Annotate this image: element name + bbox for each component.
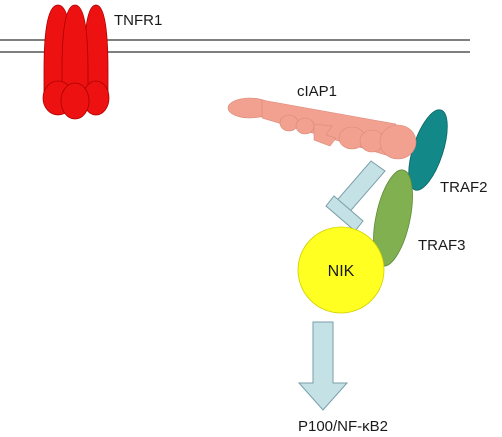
ciap1-protein <box>227 97 417 160</box>
ciap1-label: cIAP1 <box>297 83 337 100</box>
traf3-label: TRAF3 <box>418 237 466 254</box>
nik-label: NIK <box>328 263 355 280</box>
tnfr1-label: TNFR1 <box>114 12 162 29</box>
tnfr1-receptor <box>42 4 110 120</box>
nik-protein <box>297 226 385 314</box>
activation-arrow <box>297 321 349 411</box>
inhibition-symbol <box>325 160 386 232</box>
traf2-label: TRAF2 <box>440 179 488 196</box>
product-label: P100/NF-κB2 <box>298 418 388 435</box>
